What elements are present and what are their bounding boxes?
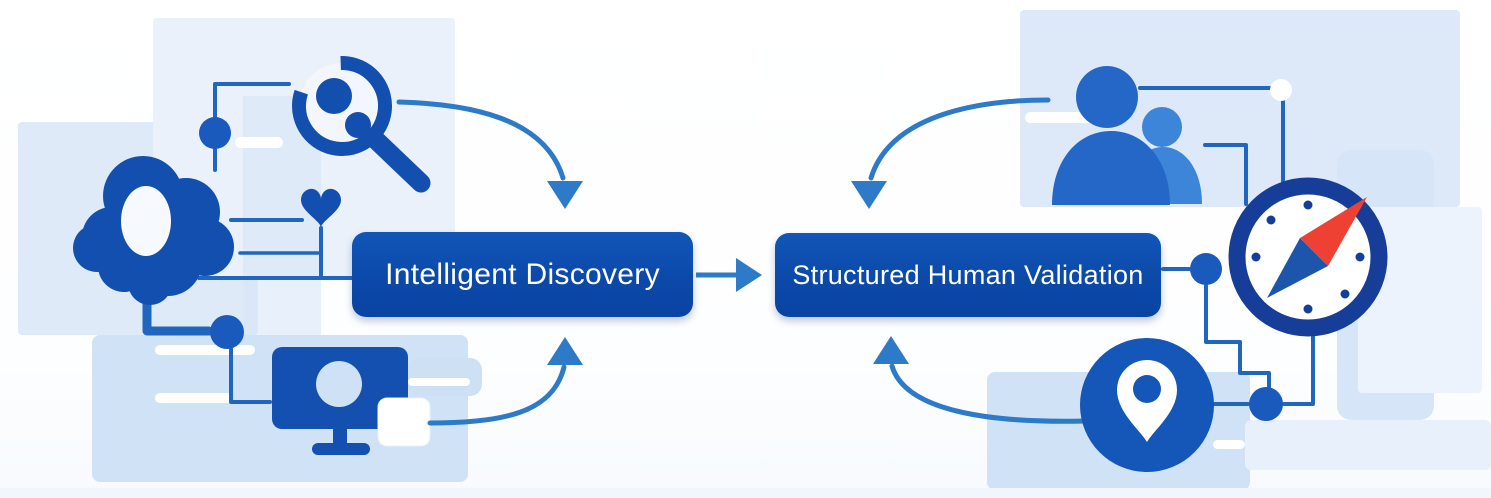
curved-arrow-into-step2-top [868,97,1051,181]
magnifier-dot-small [345,112,371,138]
step-box-intelligent-discovery: Intelligent Discovery [352,232,693,317]
cloud-icon [73,156,234,305]
white-square-tile [377,397,431,447]
background-strip-bottom-edge [0,488,1491,498]
white-streak [1213,440,1245,449]
compass-icon [1228,177,1388,337]
white-streak [1025,112,1105,123]
magnifier-dot-large [316,78,352,114]
connector-node [1190,253,1222,285]
magnifier-search-icon [292,56,431,193]
step-label: Intelligent Discovery [385,257,660,291]
curved-arrow-into-step1-top [396,99,566,181]
location-pin-icon [1080,338,1214,472]
white-streak [235,137,283,148]
step-box-structured-human-validation: Structured Human Validation [775,233,1161,317]
compass-needle-red [1300,197,1367,266]
flow-arrow-step1-to-step2 [696,258,762,292]
curved-arrow-into-step2-bottom [889,363,1088,424]
people-icon [1052,66,1202,205]
step-label: Structured Human Validation [792,259,1144,290]
connector-node [1249,387,1283,421]
curved-arrows [396,97,1088,426]
curved-arrow-into-step1-bottom [427,364,567,426]
monitor-icon [272,347,408,455]
background-card-right-of-monitor [407,358,482,396]
white-streak [155,393,233,403]
background-strip-bottom-right [1245,420,1491,470]
magnifier-handle [367,131,431,193]
arrowhead-down [547,181,583,209]
arrowhead-up [873,336,909,364]
white-streak [408,378,470,386]
arrowheads [547,181,909,365]
arrowhead-up [547,337,583,365]
connector-node [210,315,244,349]
white-streak [155,345,255,355]
arrowhead-down [851,181,887,209]
connector-node-white [1270,79,1292,101]
monitor-screen-circle [316,361,362,407]
compass-needle-blue [1267,238,1328,298]
person-front [1052,66,1170,205]
connector-node [199,117,231,149]
heart-node-icon [301,188,341,227]
cloud-highlight [121,186,171,256]
connector-nodes [199,79,1292,421]
